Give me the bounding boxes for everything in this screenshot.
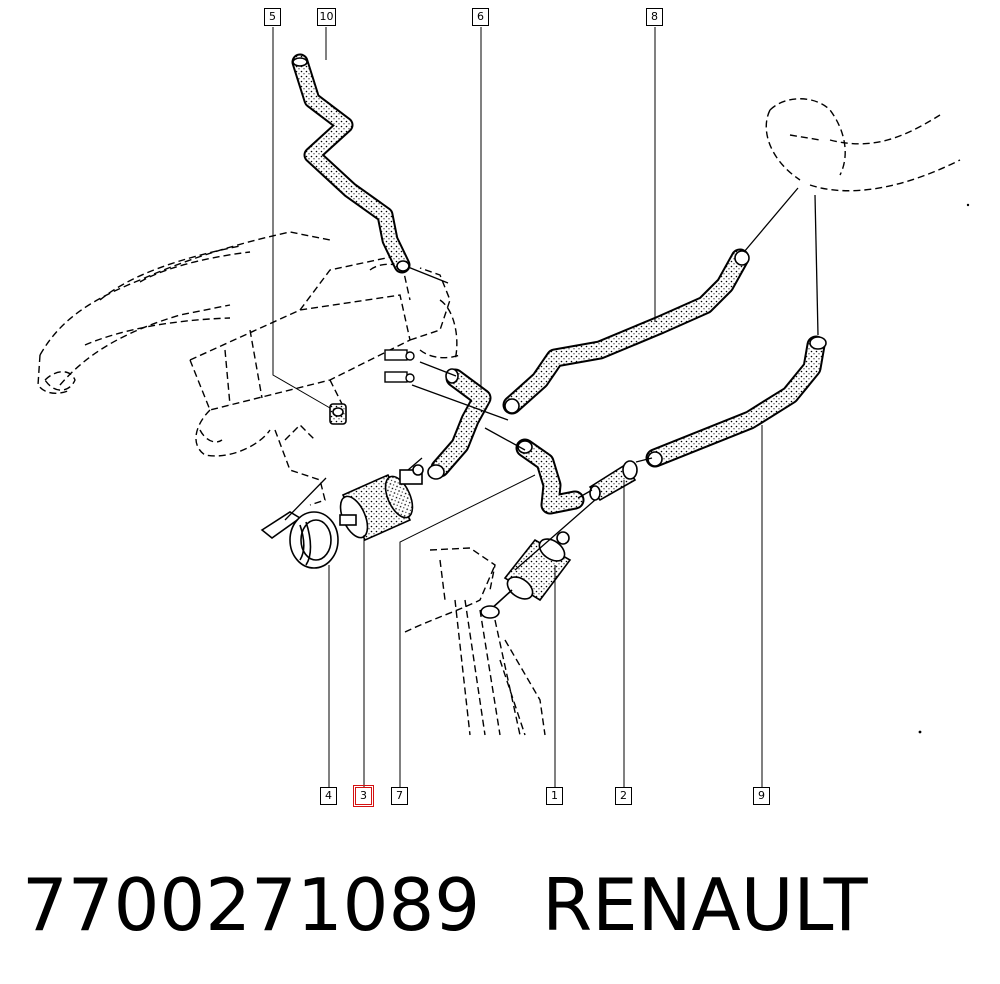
exploded-parts-diagram — [37, 27, 970, 788]
callout-label: 7 — [396, 789, 403, 802]
callout-8: 8 — [646, 8, 663, 26]
part-number: 7700271089 — [22, 863, 481, 947]
valve-part-3 — [339, 464, 424, 542]
callout-2: 2 — [615, 787, 632, 805]
part-caption: 7700271089 RENAULT — [22, 855, 868, 955]
body-panel-outline — [404, 547, 546, 736]
callout-label: 9 — [758, 789, 765, 802]
callout-3-highlighted[interactable]: 3 — [353, 785, 374, 807]
callout-label: 1 — [551, 789, 558, 802]
callout-label: 3 — [360, 789, 367, 802]
callout-label: 2 — [620, 789, 627, 802]
heater-hose-outline — [765, 98, 961, 192]
brand-name: RENAULT — [542, 863, 868, 947]
callout-1: 1 — [546, 787, 563, 805]
connector-part-2 — [588, 460, 638, 502]
intake-manifold-outline — [37, 231, 461, 506]
callout-label: 10 — [319, 10, 334, 23]
callout-label: 6 — [477, 10, 484, 23]
assembly-lines — [284, 187, 819, 571]
callout-6: 6 — [472, 8, 489, 26]
pump-part-1 — [480, 531, 572, 619]
callout-label: 5 — [269, 10, 276, 23]
callout-5: 5 — [264, 8, 281, 26]
clip-part-5 — [329, 403, 347, 425]
manifold-fittings — [384, 349, 415, 383]
callout-10: 10 — [317, 8, 336, 26]
callout-label: 8 — [651, 10, 658, 23]
hose-ends — [292, 57, 827, 480]
callout-label: 4 — [325, 789, 332, 802]
leader-lines — [272, 27, 763, 788]
hoses — [291, 53, 826, 515]
seal-part-4 — [260, 511, 339, 569]
callout-9: 9 — [753, 787, 770, 805]
callout-7: 7 — [391, 787, 408, 805]
callout-4: 4 — [320, 787, 337, 805]
